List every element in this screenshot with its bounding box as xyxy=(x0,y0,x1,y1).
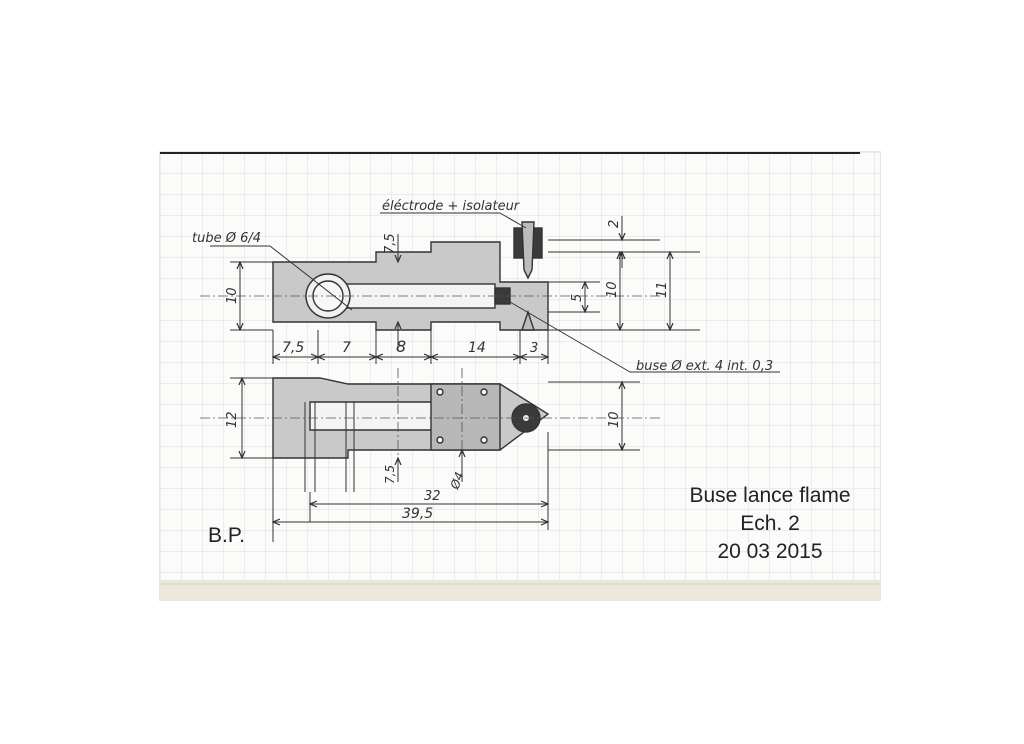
dim-top-8: 8 xyxy=(396,337,406,356)
drawing-date: 20 03 2015 xyxy=(717,540,823,563)
label-electrode: éléctrode + isolateur xyxy=(382,199,521,214)
author-initials: B.P. xyxy=(208,524,245,547)
dim-top-7-5: 7,5 xyxy=(282,340,304,356)
label-nozzle: buse Ø ext. 4 int. 0,3 xyxy=(636,359,773,374)
drawing-scale: Ech. 2 xyxy=(740,512,800,535)
dim-top-7: 7 xyxy=(342,340,351,356)
label-tube: tube Ø 6/4 xyxy=(192,231,261,246)
electrode-tip-lower xyxy=(521,309,535,331)
dim-side-phi4: Ø4 xyxy=(447,470,466,492)
dim-side-10: 10 xyxy=(607,411,622,428)
dim-top-11: 11 xyxy=(655,281,670,298)
dim-side-39-5: 39,5 xyxy=(402,506,433,522)
drawing-sheet: éléctrode + isolateur tube Ø 6/4 buse Ø … xyxy=(160,152,880,600)
technical-drawing: éléctrode + isolateur tube Ø 6/4 buse Ø … xyxy=(160,152,880,600)
dim-top-3: 3 xyxy=(530,341,538,356)
dim-side-12: 12 xyxy=(225,411,240,428)
dim-top-2: 2 xyxy=(607,220,622,228)
tube-stub xyxy=(304,402,355,492)
electrode-tip xyxy=(521,221,535,280)
dim-side-7-5: 7,5 xyxy=(383,465,397,484)
grid-background xyxy=(160,152,880,582)
top-view-dimension-lines xyxy=(230,216,700,364)
side-view-dimension-lines xyxy=(230,378,640,542)
title-block: Buse lance flame Ech. 2 20 03 2015 xyxy=(660,482,880,566)
dim-top-14: 14 xyxy=(468,340,486,356)
dim-top-10-left: 10 xyxy=(225,287,240,304)
dim-top-7-5-upper: 7,5 xyxy=(383,233,398,254)
dim-top-5: 5 xyxy=(570,294,585,302)
sheet-bottom-strip xyxy=(160,580,880,600)
dim-top-10-right: 10 xyxy=(605,281,620,298)
dim-side-32: 32 xyxy=(424,489,441,504)
drawing-title: Buse lance flame xyxy=(689,484,851,507)
leader-lines xyxy=(210,212,780,373)
